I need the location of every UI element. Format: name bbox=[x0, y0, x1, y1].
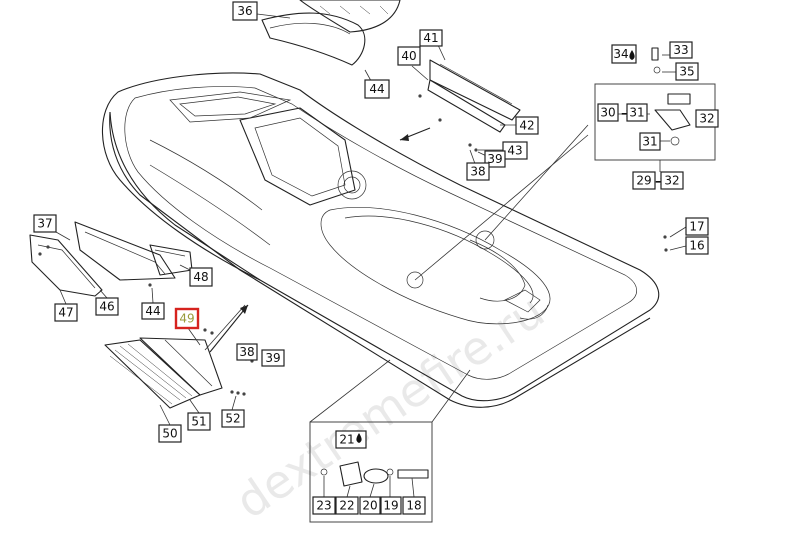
callout-label: 51 bbox=[191, 415, 206, 429]
center-strip-41 bbox=[427, 59, 521, 133]
callout[interactable]: 35 bbox=[675, 62, 699, 81]
callout-label: 43 bbox=[507, 144, 522, 158]
direction-arrows bbox=[209, 127, 431, 353]
callout-label: 18 bbox=[406, 499, 421, 513]
callout[interactable]: 52 bbox=[221, 409, 245, 428]
callout-label: 44 bbox=[369, 82, 384, 96]
callout-label: 30 bbox=[600, 106, 615, 120]
callout[interactable]: 29 bbox=[632, 171, 656, 190]
callout[interactable]: 30 bbox=[597, 103, 619, 122]
callout-label: 44 bbox=[145, 304, 160, 318]
callout[interactable]: 39 bbox=[484, 150, 506, 168]
callout[interactable]: 46 bbox=[95, 297, 119, 316]
callout-label: 17 bbox=[689, 220, 704, 234]
callout-label: 52 bbox=[225, 412, 240, 426]
cover-panel-36 bbox=[261, 0, 401, 66]
callout-label: 50 bbox=[162, 427, 177, 441]
callout[interactable]: 19 bbox=[380, 496, 402, 515]
callout-label: 31 bbox=[629, 106, 644, 120]
callout-label: 34 bbox=[613, 47, 628, 61]
callout-label: 40 bbox=[401, 49, 416, 63]
callout[interactable]: 51 bbox=[187, 412, 211, 431]
callout[interactable]: 22 bbox=[335, 496, 359, 515]
callout[interactable]: 32 bbox=[695, 109, 719, 128]
callout[interactable]: 37 bbox=[33, 214, 57, 233]
callout-label: 22 bbox=[339, 499, 354, 513]
callout[interactable]: 17 bbox=[685, 217, 709, 236]
callout[interactable]: 44 bbox=[364, 79, 390, 99]
callout-label: 23 bbox=[316, 499, 331, 513]
callout[interactable]: 47 bbox=[54, 303, 78, 322]
callout-label: 16 bbox=[689, 239, 704, 253]
callout-label: 29 bbox=[636, 174, 651, 188]
callout-label: 46 bbox=[99, 300, 114, 314]
callout[interactable]: 23 bbox=[312, 496, 336, 515]
callout[interactable]: 20 bbox=[359, 496, 381, 515]
callout-label: 21 bbox=[339, 433, 354, 447]
drop-icon bbox=[629, 50, 635, 60]
callout[interactable]: 42 bbox=[515, 116, 539, 135]
callout[interactable]: 36 bbox=[232, 1, 258, 21]
callout[interactable]: 38 bbox=[466, 162, 490, 181]
detail-box-21 bbox=[309, 421, 433, 523]
callout-label: 19 bbox=[383, 499, 398, 513]
callout[interactable]: 50 bbox=[158, 424, 182, 443]
callout[interactable]: 31 bbox=[626, 103, 648, 122]
callout-label: 37 bbox=[37, 217, 52, 231]
callout-label: 35 bbox=[679, 65, 694, 79]
left-side-panels bbox=[29, 221, 193, 297]
boarding-step-50 bbox=[104, 337, 223, 409]
callout[interactable]: 41 bbox=[419, 29, 443, 47]
callout[interactable]: 16 bbox=[685, 236, 709, 255]
callout-label: 39 bbox=[265, 351, 280, 365]
callout-label: 42 bbox=[519, 119, 534, 133]
callout[interactable]: 33 bbox=[669, 41, 693, 59]
callout-label: 32 bbox=[664, 174, 679, 188]
callout-label: 36 bbox=[237, 4, 252, 18]
callout[interactable]: 38 bbox=[236, 343, 258, 361]
callout[interactable]: 32 bbox=[660, 171, 684, 190]
callout[interactable]: 40 bbox=[397, 46, 421, 66]
callout[interactable]: 49 bbox=[174, 307, 200, 330]
callout[interactable]: 48 bbox=[189, 267, 213, 287]
callout-label: 33 bbox=[673, 43, 688, 57]
callout[interactable]: 34 bbox=[611, 44, 637, 64]
callout-label: 31 bbox=[642, 135, 657, 149]
callout-label: 20 bbox=[362, 499, 377, 513]
callout-label: 38 bbox=[239, 345, 254, 359]
callout[interactable]: 39 bbox=[261, 349, 285, 367]
callout-label: 39 bbox=[487, 152, 502, 166]
drop-icon bbox=[356, 433, 362, 443]
callout-label: 32 bbox=[699, 112, 714, 126]
callout-label: 49 bbox=[179, 312, 194, 326]
callout[interactable]: 31 bbox=[639, 132, 661, 151]
callout-label: 47 bbox=[58, 306, 73, 320]
callout[interactable]: 44 bbox=[141, 302, 165, 320]
hull-deck bbox=[101, 72, 660, 408]
callout[interactable]: 18 bbox=[402, 496, 426, 515]
callout-label: 38 bbox=[470, 165, 485, 179]
callout-label: 41 bbox=[423, 31, 438, 45]
callout-label: 48 bbox=[193, 270, 208, 284]
callout[interactable]: 43 bbox=[502, 141, 528, 160]
